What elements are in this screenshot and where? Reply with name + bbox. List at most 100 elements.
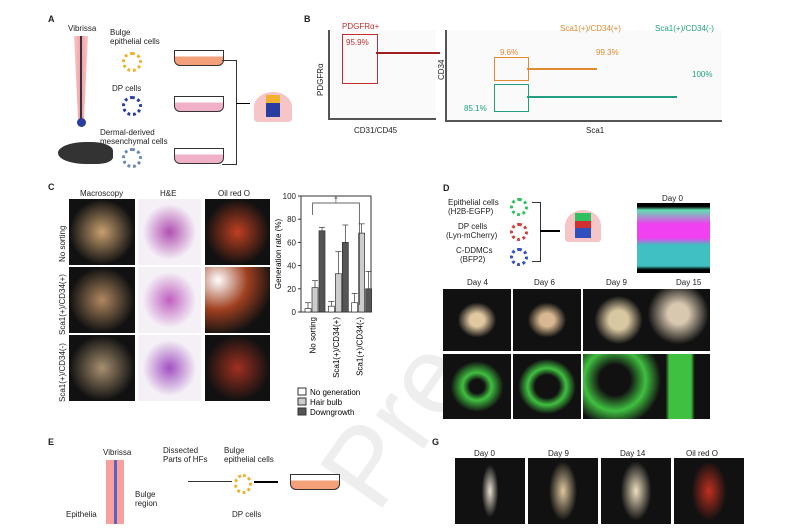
mesenchymal-cells-icon <box>122 148 142 168</box>
arrow <box>540 230 560 232</box>
category-label: Sca1(+)/CD34(-) <box>355 317 364 376</box>
subgate-label: Sca1(+)/CD34(+) <box>560 24 621 33</box>
legend-label: Hair bulb <box>310 398 343 407</box>
arrow <box>236 103 250 104</box>
day-label: Day 6 <box>534 278 555 287</box>
arrow <box>527 68 597 70</box>
day-label: Day 4 <box>467 278 488 287</box>
bulge-region-label: Bulge <box>135 490 156 499</box>
y-tick-label: 0 <box>292 308 297 317</box>
y-axis-label: CD34 <box>437 59 446 80</box>
macroscopy-image <box>69 335 135 401</box>
cell-label: Epithelial cells <box>448 198 499 207</box>
day-label: Day 14 <box>620 449 646 458</box>
bar <box>334 273 342 313</box>
y-tick-label: 80 <box>287 215 296 224</box>
category-label: Sca1(+)/CD34(+) <box>332 317 341 378</box>
cddmc-icon <box>510 248 528 266</box>
bulge-label-2: epithelial cells <box>110 37 160 46</box>
flow-plot-2 <box>445 30 722 122</box>
day-label: Day 9 <box>606 278 627 287</box>
vibrissa-drawing <box>106 460 124 524</box>
bar <box>318 230 326 313</box>
flow-plot-1 <box>328 30 436 120</box>
legend-swatch <box>297 407 307 416</box>
bar <box>327 305 335 313</box>
dissected-label: Dissected <box>163 446 199 455</box>
culture-dish <box>174 96 224 112</box>
day-label: Oil red O <box>686 449 719 458</box>
y-tick-label: 40 <box>287 262 296 271</box>
gate-neg <box>494 84 529 112</box>
bulge-label: Bulge <box>224 446 245 455</box>
cell-label: C-DDMCs <box>456 246 493 255</box>
culture-dish <box>174 148 224 164</box>
he-image <box>138 267 201 333</box>
panel-label: E <box>48 437 55 447</box>
dp-cells-icon <box>122 96 142 116</box>
cell-label: (BFP2) <box>460 255 486 264</box>
bulge-region-label: region <box>135 499 158 508</box>
merge-bracket <box>532 202 541 262</box>
category-label: No sorting <box>309 317 318 353</box>
oil-red-image <box>205 267 270 333</box>
x-axis-label: Sca1 <box>586 126 605 135</box>
panel-label: G <box>432 437 440 447</box>
panel-label: B <box>304 14 311 24</box>
significance-bracket <box>312 202 360 305</box>
merge-bracket <box>222 60 237 165</box>
brightfield-image <box>513 289 581 351</box>
dermal-label-2: mesenchymal cells <box>100 137 168 146</box>
brightfield-image <box>443 289 511 351</box>
x-axis-label: CD31/CD45 <box>354 126 398 135</box>
day0-fluorescence-image <box>637 203 710 273</box>
fluorescence-image <box>583 354 710 419</box>
brightfield-image <box>583 289 710 351</box>
column-header: Macroscopy <box>80 189 124 198</box>
row-label: Sca1(+)/CD34(-) <box>58 343 67 402</box>
gate-pos <box>494 57 529 81</box>
legend-swatch <box>297 397 307 406</box>
legend-swatch <box>297 387 307 396</box>
y-axis-label: Generation rate (%) <box>274 219 283 290</box>
hair-shaft <box>80 36 82 122</box>
bulge-label: Bulge <box>110 28 131 37</box>
day-label: Day 15 <box>676 278 702 287</box>
gate-label: PDGFRα+ <box>342 22 380 31</box>
vibrissa-label: Vibrissa <box>68 24 97 33</box>
bar <box>365 288 373 313</box>
epithelial-label: Epithelia <box>66 510 97 519</box>
connector <box>188 481 232 482</box>
panel-label: D <box>443 183 450 193</box>
gate-pct: 95.9% <box>346 38 369 47</box>
arrow <box>254 481 278 483</box>
fluorescence-image <box>513 354 581 419</box>
bar <box>304 308 312 313</box>
panel-label: C <box>48 182 55 192</box>
culture-image <box>601 458 671 524</box>
day-label: Day 0 <box>474 449 495 458</box>
dissected-label: Parts of HFs <box>163 455 208 464</box>
fluorescence-image <box>443 354 511 419</box>
mouse-icon <box>58 142 113 164</box>
dp-cells-icon <box>510 223 528 241</box>
dermal-label: Dermal-derived <box>100 128 155 137</box>
culture-dish <box>290 474 340 490</box>
bar <box>311 287 319 313</box>
day-label: Day 9 <box>548 449 569 458</box>
y-axis-label: PDGFRα <box>316 63 325 96</box>
legend-label: No generation <box>310 388 360 397</box>
gate-pct: 85.1% <box>464 104 487 113</box>
epithelial-cells-icon <box>510 198 528 216</box>
cell-label: (Lyn-mCherry) <box>446 231 498 240</box>
gate-pct: 9.6% <box>500 48 519 57</box>
y-tick-label: 60 <box>287 238 296 247</box>
he-image <box>138 199 201 265</box>
legend-label: Downgrowth <box>310 408 354 417</box>
oil-red-image <box>205 199 270 265</box>
bulge-label: epithelial cells <box>224 455 274 464</box>
vibrissa-label: Vibrissa <box>103 448 132 457</box>
dp-label: DP cells <box>232 510 262 519</box>
dp-cluster <box>77 118 86 127</box>
